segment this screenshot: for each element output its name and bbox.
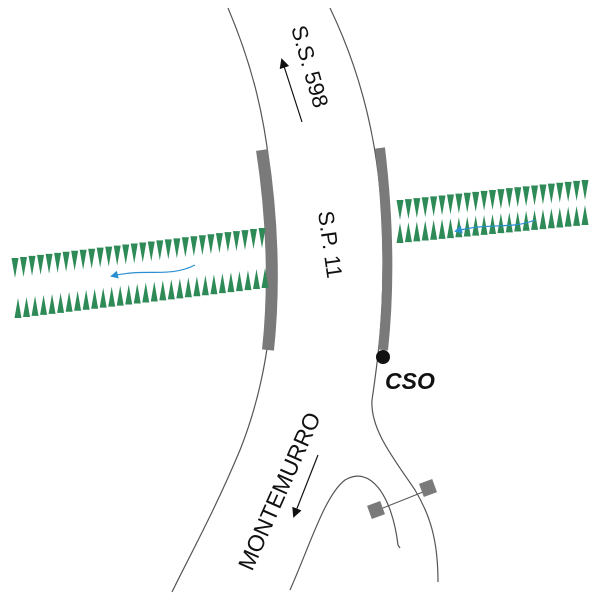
bridge-barrier-left: [256, 149, 278, 351]
road-label-sp11: S.P. 11: [313, 209, 347, 280]
river-flow-arrow-left: [110, 264, 196, 279]
direction-arrow-south: [292, 454, 319, 518]
branch-inner-edge: [289, 475, 401, 591]
vegetation-row: [11, 228, 266, 278]
vegetation-row: [396, 180, 589, 220]
gate-square-left: [367, 501, 385, 519]
direction-arrow-north: [279, 58, 303, 123]
road-label-ss598: S.S. 598: [286, 22, 333, 110]
cso-point-marker: [376, 350, 390, 364]
bridge-barrier-right: [375, 147, 393, 351]
gate-connector: [377, 489, 429, 511]
vegetation-row: [14, 268, 269, 318]
river-flow-arrow-right: [454, 219, 536, 234]
road-right-edge: [329, 7, 439, 583]
riparian-vegetation: [11, 180, 589, 318]
cso-label: CSO: [385, 368, 435, 394]
gate-square-right: [419, 479, 437, 497]
vegetation-row: [396, 205, 589, 243]
